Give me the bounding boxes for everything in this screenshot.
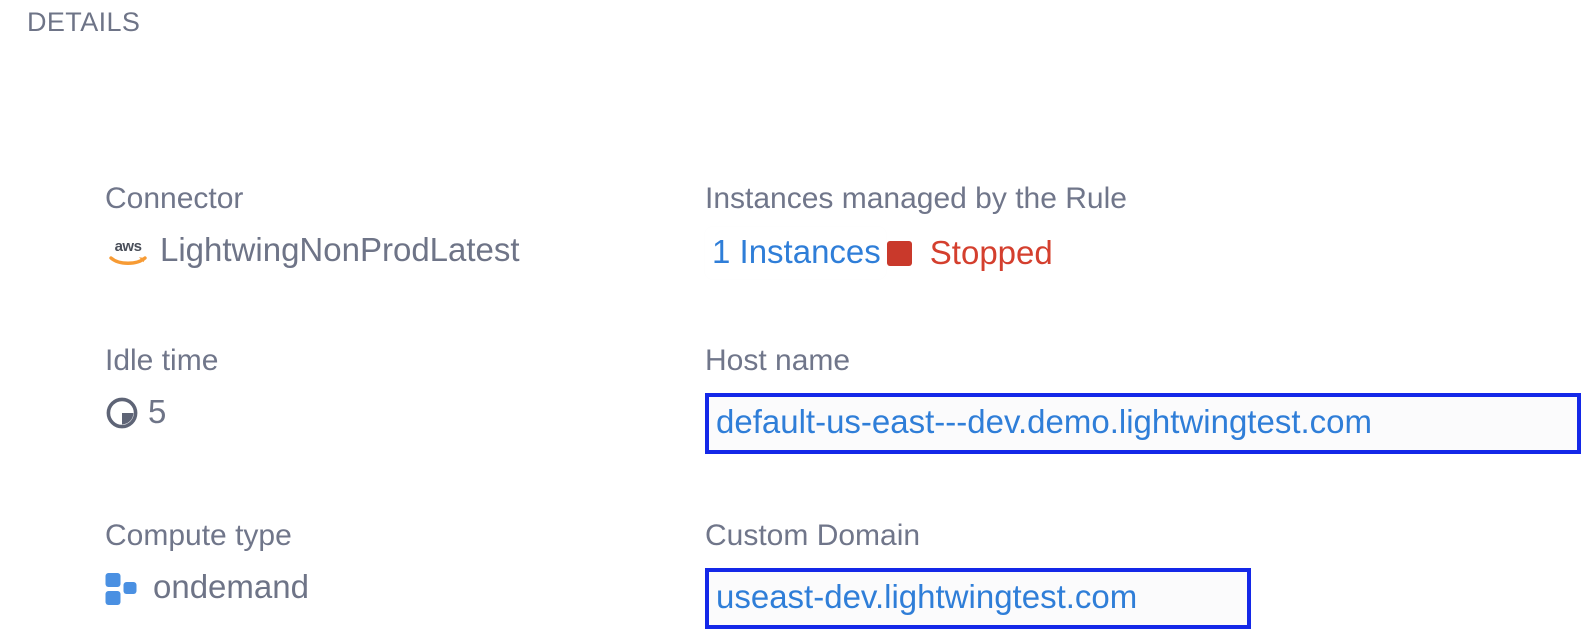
custom-domain-label: Custom Domain [705,519,921,552]
instances-value-row: 1 Instances Stopped [705,227,1575,279]
host-name-link[interactable]: default-us-east---dev.demo.lightwingtest… [716,403,1373,440]
host-name-label: Host name [705,344,851,377]
svg-text:aws: aws [115,238,142,255]
idle-time-label: Idle time [105,344,219,377]
page-title: DETAILS [27,7,141,37]
connector-value: LightwingNonProdLatest [160,231,520,268]
connector-value-row: aws LightwingNonProdLatest [105,229,705,271]
connector-field: Connector aws LightwingNonProdLatest [105,180,705,271]
idle-time-value-row: 5 [105,391,705,433]
idle-time-field: Idle time 5 [105,342,705,433]
instances-count-badge[interactable]: 1 Instances [705,227,886,279]
instances-label: Instances managed by the Rule [705,182,1127,215]
compute-type-field: Compute type ondemand [105,517,705,608]
compute-type-value-row: ondemand [105,566,705,608]
details-row: Idle time 5 Host name [105,342,1581,454]
details-row: Connector aws LightwingNonProdLatest Ins… [105,180,1575,279]
details-grid: Connector aws LightwingNonProdLatest Ins… [105,180,1581,629]
instances-field: Instances managed by the Rule 1 Instance… [705,180,1575,279]
aws-logo-icon: aws [105,234,151,268]
details-row: Compute type ondemand Custom Domain u [105,517,1575,629]
stopped-square-icon [886,240,912,266]
connector-label: Connector [105,182,244,215]
clock-pie-icon [105,396,139,430]
status-badge: Stopped [929,234,1053,271]
custom-domain-link[interactable]: useast-dev.lightwingtest.com [716,578,1138,615]
custom-domain-highlight-box[interactable]: useast-dev.lightwingtest.com [705,568,1251,629]
compute-squares-icon [105,572,143,606]
compute-type-value: ondemand [153,568,309,605]
compute-type-label: Compute type [105,519,292,552]
custom-domain-field: Custom Domain useast-dev.lightwingtest.c… [705,517,1575,629]
host-name-highlight-box[interactable]: default-us-east---dev.demo.lightwingtest… [705,393,1581,454]
idle-time-value: 5 [148,393,167,430]
instances-count-link[interactable]: 1 Instances [712,233,881,270]
host-name-field: Host name default-us-east---dev.demo.lig… [705,342,1581,454]
